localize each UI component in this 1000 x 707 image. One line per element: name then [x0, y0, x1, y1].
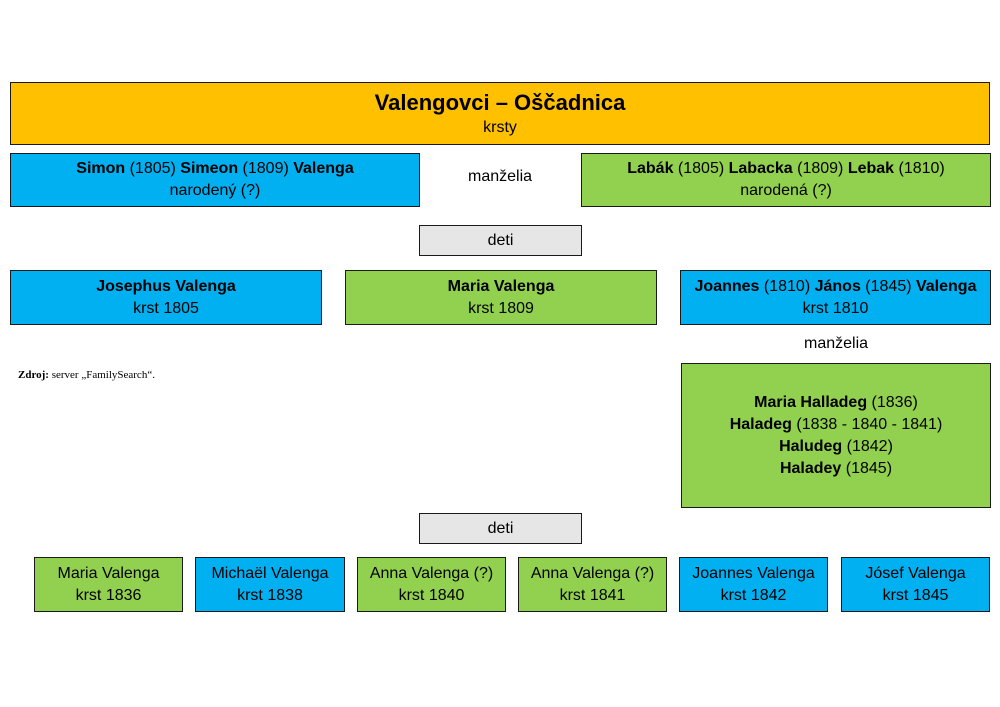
title-box: Valengovci – Oščadnica krsty	[10, 82, 990, 145]
father-box: Simon (1805) Simeon (1809) Valenga narod…	[10, 153, 420, 207]
child-box: Josephus Valenga krst 1805	[10, 270, 322, 325]
wife-name-line: Haludeg (1842)	[779, 436, 893, 458]
child-box: Maria Valenga krst 1809	[345, 270, 657, 325]
child-name: Joannes (1810) János (1845) Valenga	[695, 276, 977, 298]
grandchild-box: Joannes Valenga krst 1842	[679, 557, 828, 612]
child-note: krst 1809	[468, 299, 534, 317]
wife-name-line: Haladey (1845)	[780, 458, 892, 480]
grandchild-box: Jósef Valenga krst 1845	[841, 557, 990, 612]
diagram-title: Valengovci – Oščadnica	[374, 89, 626, 115]
grandchild-note: krst 1840	[398, 586, 465, 604]
grandchild-name: Anna Valenga (?)	[369, 564, 494, 582]
grandchild-name: Maria Valenga	[57, 564, 160, 582]
grandchild-box: Maria Valenga krst 1836	[34, 557, 183, 612]
wife-name-line: Haladeg (1838 - 1840 - 1841)	[730, 414, 943, 436]
grandchild-note: krst 1845	[882, 586, 949, 604]
bold-text: Haladeg	[729, 415, 792, 433]
grandchildren-label-box: deti	[419, 513, 582, 544]
bold-text: Simon	[76, 160, 126, 177]
bold-text: Maria Valenga	[447, 277, 555, 295]
wife-name-line: Maria Halladeg (1836)	[754, 392, 918, 414]
source-label: Zdroj:	[18, 369, 49, 381]
spouses-label-top: manželia	[467, 168, 533, 185]
bold-text: Valenga	[293, 160, 354, 177]
mother-note: narodená (?)	[740, 182, 832, 199]
grandchild-name: Michaël Valenga	[211, 564, 329, 582]
children-label-box: deti	[419, 225, 582, 256]
grandchild-box: Anna Valenga (?) krst 1840	[357, 557, 506, 612]
grandchild-box: Michaël Valenga krst 1838	[195, 557, 345, 612]
grandchildren-label: deti	[487, 519, 514, 537]
grandchild-note: krst 1836	[75, 586, 142, 604]
bold-text: Lebak	[847, 160, 895, 177]
bold-text: Joannes	[694, 277, 760, 295]
child-note: krst 1805	[133, 299, 199, 317]
child-box: Joannes (1810) János (1845) Valenga krst…	[680, 270, 991, 325]
bold-text: Maria Halladeg	[754, 393, 868, 411]
bold-text: Valenga	[915, 277, 977, 295]
plain-text: (1809)	[792, 160, 848, 177]
father-name: Simon (1805) Simeon (1809) Valenga	[76, 158, 353, 180]
grandchild-name: Jósef Valenga	[865, 564, 966, 582]
bold-text: Haladey	[779, 459, 842, 477]
grandchild-note: krst 1842	[720, 586, 787, 604]
plain-text: (1810)	[759, 277, 815, 295]
child-name: Maria Valenga	[448, 276, 555, 298]
grandchild-note: krst 1841	[559, 586, 626, 604]
plain-text: (1842)	[842, 437, 893, 455]
spouses-label-bottom: manželia	[803, 335, 869, 352]
plain-text: (1845)	[860, 277, 916, 295]
plain-text: (1838 - 1840 - 1841)	[791, 415, 943, 433]
plain-text: (1810)	[894, 160, 945, 177]
child-name: Josephus Valenga	[96, 276, 236, 298]
plain-text: (1836)	[867, 393, 918, 411]
diagram-subtitle: krsty	[483, 118, 517, 136]
bold-text: Haludeg	[779, 437, 843, 455]
bold-text: Josephus Valenga	[96, 277, 236, 295]
bold-text: János	[814, 277, 861, 295]
grandchild-name: Anna Valenga (?)	[530, 564, 655, 582]
bold-text: Labák	[627, 160, 674, 177]
plain-text: (1845)	[841, 459, 893, 477]
mother-name: Labák (1805) Labacka (1809) Lebak (1810)	[627, 158, 945, 180]
grandchild-box: Anna Valenga (?) krst 1841	[518, 557, 667, 612]
bold-text: Simeon	[180, 160, 239, 177]
children-label: deti	[487, 231, 514, 249]
father-note: narodený (?)	[169, 182, 261, 199]
bold-text: Labacka	[728, 160, 793, 177]
grandchild-note: krst 1838	[237, 586, 303, 604]
source-note: Zdroj: server „FamilySearch“.	[18, 369, 155, 381]
child-note: krst 1810	[802, 299, 869, 317]
plain-text: (1805)	[673, 160, 729, 177]
source-text: server „FamilySearch“.	[48, 369, 155, 381]
plain-text: (1809)	[238, 160, 294, 177]
plain-text: (1805)	[125, 160, 181, 177]
wife-box: Maria Halladeg (1836) Haladeg (1838 - 18…	[681, 363, 991, 508]
mother-box: Labák (1805) Labacka (1809) Lebak (1810)…	[581, 153, 991, 207]
grandchild-name: Joannes Valenga	[692, 564, 815, 582]
